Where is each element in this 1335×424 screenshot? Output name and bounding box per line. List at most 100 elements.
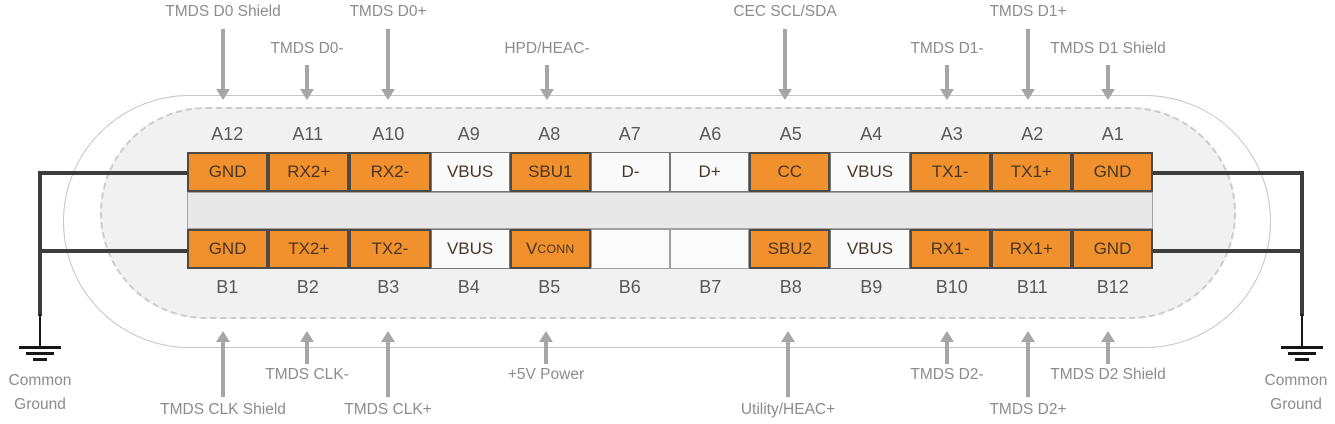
callout-arrow-down: [778, 29, 792, 100]
pin-cell: TX1+: [990, 152, 1072, 192]
ground-wire-right-b12: [1153, 249, 1304, 253]
pin-number: A2: [1021, 124, 1044, 144]
pin-cell: TX2-: [349, 229, 431, 269]
arrow-stem: [221, 29, 225, 89]
common-ground-label-right: Common Ground: [1264, 372, 1328, 414]
ground-symbol-right-bar2: [1288, 352, 1316, 355]
callout-arrow-down: [1101, 65, 1115, 100]
pin-cell: TX2+: [268, 229, 350, 269]
callout-arrow-up: [300, 331, 314, 364]
pin-number: A4: [860, 124, 883, 144]
callout-label: TMDS D1+: [989, 3, 1067, 20]
arrow-stem: [544, 342, 548, 364]
callout-arrow-down: [300, 65, 314, 100]
arrow-stem: [305, 65, 309, 89]
pin-number: A12: [211, 124, 244, 144]
callout-label: TMDS D1-: [910, 40, 984, 57]
ground-wire-right-trunk: [1300, 171, 1304, 316]
arrowhead-up-icon: [216, 331, 230, 342]
pin-number: A5: [779, 124, 802, 144]
pin-cell: VBUS: [430, 152, 510, 192]
pin-cell: GND: [1071, 152, 1154, 192]
pin-number: A8: [538, 124, 561, 144]
pin-number: B9: [860, 277, 883, 297]
callout-label: TMDS CLK-: [265, 366, 349, 383]
ground-symbol-right-bar1: [1281, 346, 1323, 349]
callout-label: CEC SCL/SDA: [733, 3, 837, 20]
pin-number: B10: [935, 277, 968, 297]
common-ground-label-left: Common Ground: [8, 372, 72, 414]
arrow-stem: [221, 342, 225, 397]
pin-cell: SBU1: [509, 152, 591, 192]
arrowhead-up-icon: [381, 331, 395, 342]
arrowhead-down-icon: [1101, 89, 1115, 100]
pin-number: B1: [216, 277, 239, 297]
ground-wire-left-b1: [38, 249, 187, 253]
pin-cell: D-: [590, 152, 671, 192]
arrow-stem: [1106, 342, 1110, 364]
pin-cell: TX1-: [909, 152, 991, 192]
callout-label: TMDS CLK+: [344, 401, 432, 418]
pin-cell: RX2-: [349, 152, 431, 192]
arrowhead-down-icon: [940, 89, 954, 100]
arrowhead-up-icon: [940, 331, 954, 342]
pin-number: A3: [940, 124, 963, 144]
ground-wire-left-trunk: [38, 171, 42, 316]
pin-number: B4: [457, 277, 480, 297]
callout-arrow-up: [539, 331, 553, 364]
callout-label: TMDS D2 Shield: [1050, 366, 1166, 383]
arrowhead-down-icon: [381, 89, 395, 100]
callout-arrow-down: [940, 65, 954, 100]
callout-label: TMDS D2-: [910, 366, 984, 383]
callout-arrow-down: [216, 29, 230, 100]
callout-label: TMDS D1 Shield: [1050, 40, 1166, 57]
callout-arrow-down: [381, 29, 395, 100]
arrowhead-down-icon: [540, 89, 554, 100]
callout-arrow-up: [940, 331, 954, 364]
arrowhead-up-icon: [1021, 331, 1035, 342]
pin-cell: GND: [1071, 229, 1154, 269]
pin-cell: CC: [749, 152, 831, 192]
arrow-stem: [386, 29, 390, 89]
arrow-stem: [386, 342, 390, 397]
callout-label: HPD/HEAC-: [504, 40, 590, 57]
arrowhead-up-icon: [781, 331, 795, 342]
pin-number: A10: [372, 124, 405, 144]
pin-number: B5: [538, 277, 561, 297]
ground-symbol-left-bar3: [33, 358, 47, 361]
pin-number: A9: [457, 124, 480, 144]
arrowhead-down-icon: [778, 89, 792, 100]
arrow-stem: [1106, 65, 1110, 89]
pin-number: B11: [1016, 277, 1048, 297]
callout-label: Utility/HEAC+: [740, 401, 836, 418]
pin-number: A7: [618, 124, 641, 144]
pin-cell: VBUS: [430, 229, 510, 269]
pin-number: B6: [618, 277, 641, 297]
pin-number: A6: [699, 124, 722, 144]
ground-wire-left-a12: [38, 171, 187, 175]
callout-label: TMDS D2+: [989, 401, 1067, 418]
pin-cell: VBUS: [830, 229, 910, 269]
arrowhead-down-icon: [300, 89, 314, 100]
callout-arrow-up: [1021, 331, 1035, 397]
pin-cell: [590, 229, 671, 269]
arrow-stem: [945, 65, 949, 89]
callout-arrow-up: [381, 331, 395, 397]
pin-number: B2: [296, 277, 319, 297]
ground-symbol-left-bar1: [19, 346, 61, 349]
ground-wire-right-a1: [1153, 171, 1304, 175]
arrowhead-up-icon: [539, 331, 553, 342]
arrow-stem: [786, 342, 790, 397]
pin-cell-smallcaps: CONN: [537, 242, 575, 256]
arrowhead-down-icon: [216, 89, 230, 100]
callout-arrow-up: [216, 331, 230, 397]
callout-label: TMDS D0-: [270, 40, 344, 57]
pin-cell: RX1+: [990, 229, 1072, 269]
arrow-stem: [945, 342, 949, 364]
callout-label: +5V Power: [507, 366, 585, 383]
